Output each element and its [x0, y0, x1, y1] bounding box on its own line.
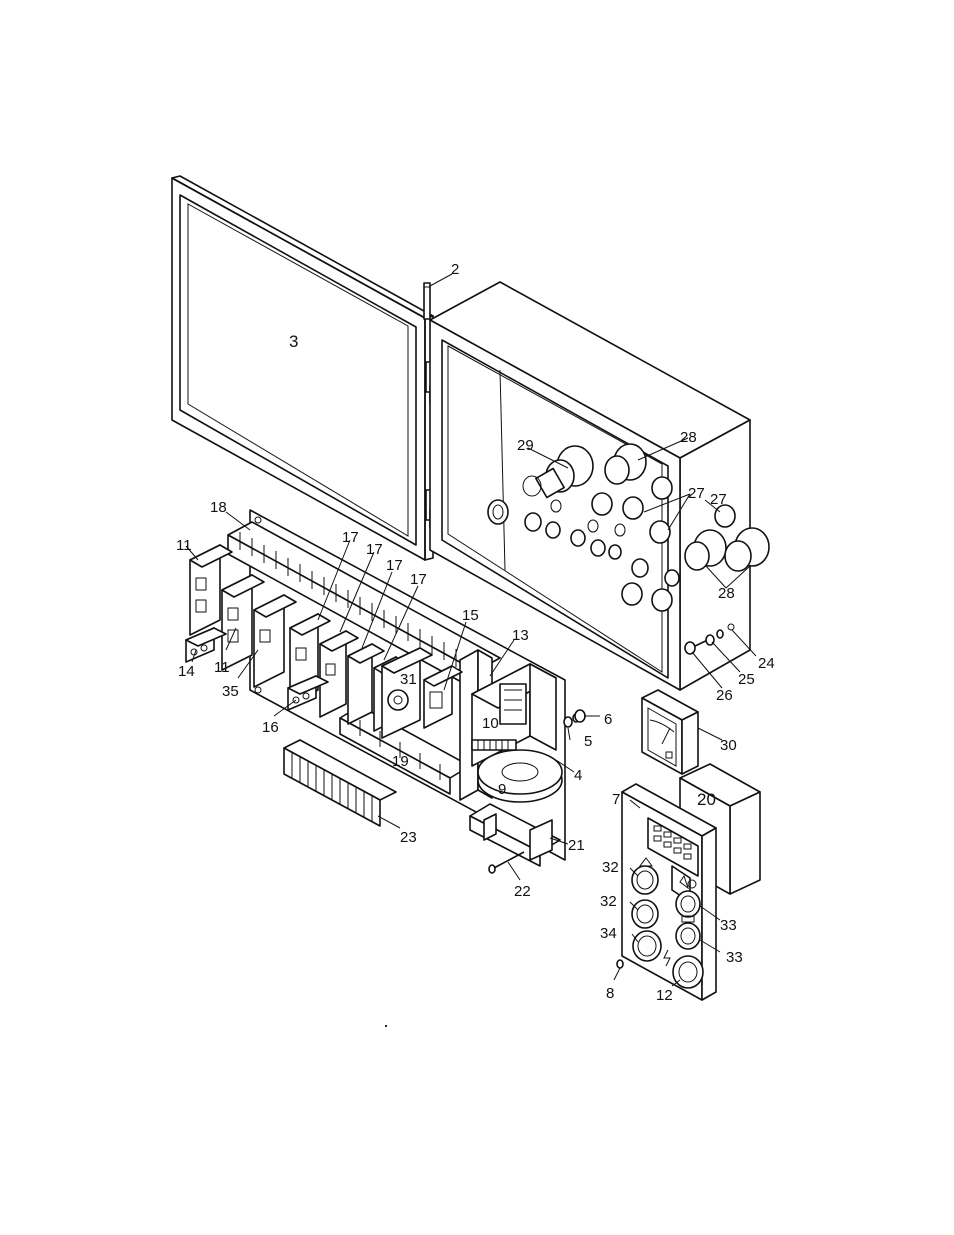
label-32-bottom: 32	[600, 893, 617, 910]
label-23: 23	[400, 829, 417, 846]
label-32-top: 32	[602, 859, 619, 876]
label-22: 22	[514, 883, 531, 900]
label-34: 34	[600, 925, 617, 942]
label-9: 9	[498, 781, 506, 798]
label-31: 31	[400, 671, 417, 688]
label-24: 24	[758, 655, 775, 672]
label-28-right: 28	[718, 585, 735, 602]
label-33-top: 33	[720, 917, 737, 934]
button-34	[633, 931, 661, 961]
label-12: 12	[656, 987, 673, 1004]
label-27-left: 27	[688, 485, 705, 502]
screw-22	[489, 852, 524, 873]
label-33-bottom: 33	[726, 949, 743, 966]
label-26: 26	[716, 687, 733, 704]
label-3: 3	[289, 332, 298, 351]
button-32b	[632, 900, 658, 928]
label-10: 10	[482, 715, 499, 732]
label-28-top: 28	[680, 429, 697, 446]
label-14: 14	[178, 663, 195, 680]
label-11-bottom: 11	[214, 659, 230, 676]
label-21: 21	[568, 837, 585, 854]
button-32a	[632, 866, 658, 894]
label-16: 16	[262, 719, 279, 736]
label-17-c: 17	[386, 557, 403, 574]
label-17-d: 17	[410, 571, 427, 588]
label-30: 30	[720, 737, 737, 754]
label-20: 20	[697, 790, 716, 809]
ammeter	[642, 690, 698, 774]
label-17-a: 17	[342, 529, 359, 546]
label-7: 7	[612, 791, 620, 808]
button-33a	[676, 891, 700, 917]
label-18: 18	[210, 499, 227, 516]
hinge-pin	[424, 283, 430, 319]
label-29: 29	[517, 437, 534, 454]
button-33b	[676, 923, 700, 949]
label-5: 5	[584, 733, 592, 750]
label-17-b: 17	[366, 541, 383, 558]
label-15: 15	[462, 607, 479, 624]
toroidal-transformer	[478, 750, 562, 802]
screw-5-6	[564, 710, 585, 727]
emergency-stop-12	[673, 956, 703, 988]
label-13: 13	[512, 627, 529, 644]
label-25: 25	[738, 671, 755, 688]
label-27-right: 27	[710, 491, 727, 508]
label-4: 4	[574, 767, 582, 784]
label-6: 6	[604, 711, 612, 728]
label-8: 8	[606, 985, 614, 1002]
label-2: 2	[451, 261, 459, 278]
label-11-top: 11	[176, 537, 192, 554]
label-35: 35	[222, 683, 239, 700]
label-19: 19	[392, 753, 409, 770]
